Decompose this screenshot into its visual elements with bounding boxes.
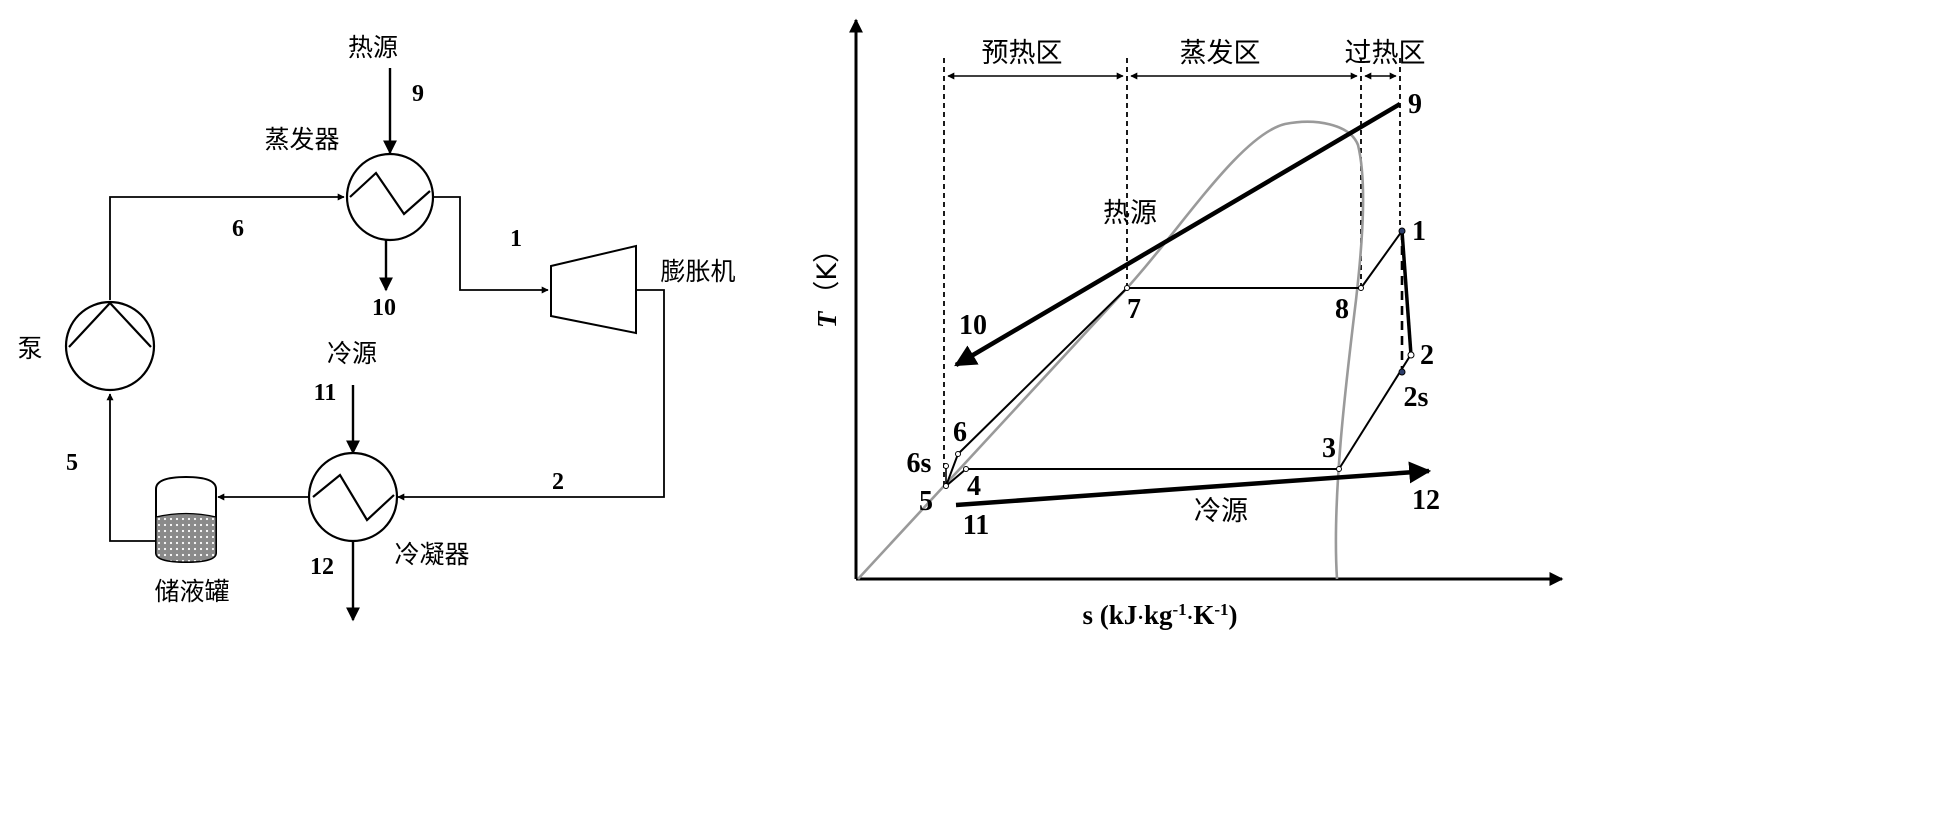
state-point-1-label: 1 [510, 226, 522, 252]
evaporator-to-expander-line [432, 196, 549, 294]
state-point-11-label: 11 [314, 380, 337, 406]
receiver-tank-icon [155, 475, 217, 564]
cold-source-label: 冷源 [327, 339, 377, 368]
subcool-line [945, 468, 967, 487]
ts-point-6-label: 6 [953, 417, 967, 448]
state-point-markers [943, 227, 1415, 489]
page: 热源 9 蒸发器 10 6 1 膨胀机 2 泵 5 冷源 [17, 18, 1564, 631]
y-axis-label: T （K） [812, 236, 843, 328]
pump-to-evaporator-line [109, 193, 345, 300]
cold-source-line [955, 461, 1432, 508]
heat-source-label: 热源 [348, 33, 398, 62]
state-point-10-label: 10 [372, 295, 396, 321]
ts-point-9-label: 9 [1408, 89, 1422, 120]
working-fluid-cycle [945, 230, 1413, 487]
svg-text:T（K）: T （K） [812, 236, 843, 328]
cycle-schematic: 热源 9 蒸发器 10 6 1 膨胀机 2 泵 5 冷源 [17, 33, 736, 622]
ts-point-12-label: 12 [1412, 485, 1440, 516]
ts-point-2s-label: 2s [1404, 382, 1429, 413]
pump-icon [64, 300, 156, 392]
ts-point-10-label: 10 [959, 310, 987, 341]
x-axis-label: s (kJ·kg-1·K-1) [1083, 600, 1238, 631]
receiver-to-pump-line [106, 393, 156, 542]
saturation-dome-curve [857, 120, 1365, 580]
ts-point-3-label: 3 [1322, 433, 1336, 464]
figure: 热源 9 蒸发器 10 6 1 膨胀机 2 泵 5 冷源 [17, 18, 1564, 631]
pump-compression-line [945, 453, 959, 487]
preheat-zone-label: 预热区 [982, 38, 1063, 69]
evaporation-zone-label: 蒸发区 [1180, 38, 1261, 69]
ts-point-11-label: 11 [963, 510, 989, 541]
cold-source-stream-label: 冷源 [1194, 496, 1248, 527]
y-axis-unit: （K） [812, 236, 843, 308]
preheat-line [957, 287, 1128, 455]
heat-source-line [954, 102, 1402, 367]
ts-point-2-label: 2 [1420, 340, 1434, 371]
ts-point-1-label: 1 [1412, 216, 1426, 247]
evaporator-icon [345, 152, 435, 242]
ts-point-6s-label: 6s [907, 448, 932, 479]
superheat-line [1360, 230, 1403, 289]
desuperheat-line [1338, 355, 1411, 470]
y-axis-symbol: T [812, 310, 842, 328]
state-point-9-label: 9 [412, 81, 424, 107]
state-point-12-label: 12 [310, 554, 334, 580]
pump-label: 泵 [17, 334, 42, 363]
ts-point-8-label: 8 [1335, 294, 1349, 325]
expander-to-condenser-line [397, 289, 665, 501]
ts-point-4-label: 4 [967, 471, 981, 502]
ts-point-7-label: 7 [1127, 294, 1141, 325]
state-point-6-label: 6 [232, 216, 244, 242]
condenser-icon [307, 451, 399, 543]
ts-diagram: T （K） s (kJ·kg-1·K-1) 预热区 蒸发区 过热区 热源 冷源 [812, 18, 1564, 631]
state-point-2-label: 2 [552, 469, 564, 495]
evaporator-label: 蒸发器 [264, 125, 339, 154]
condenser-label: 冷凝器 [394, 540, 469, 569]
superheat-zone-label: 过热区 [1345, 38, 1426, 69]
expander-icon [550, 244, 637, 335]
receiver-label: 储液罐 [154, 577, 229, 606]
expansion-line [1400, 230, 1413, 356]
heat-source-stream-label: 热源 [1103, 198, 1157, 229]
expander-label: 膨胀机 [660, 257, 735, 286]
state-point-5-label: 5 [66, 450, 78, 476]
ts-point-5-label: 5 [919, 486, 933, 517]
